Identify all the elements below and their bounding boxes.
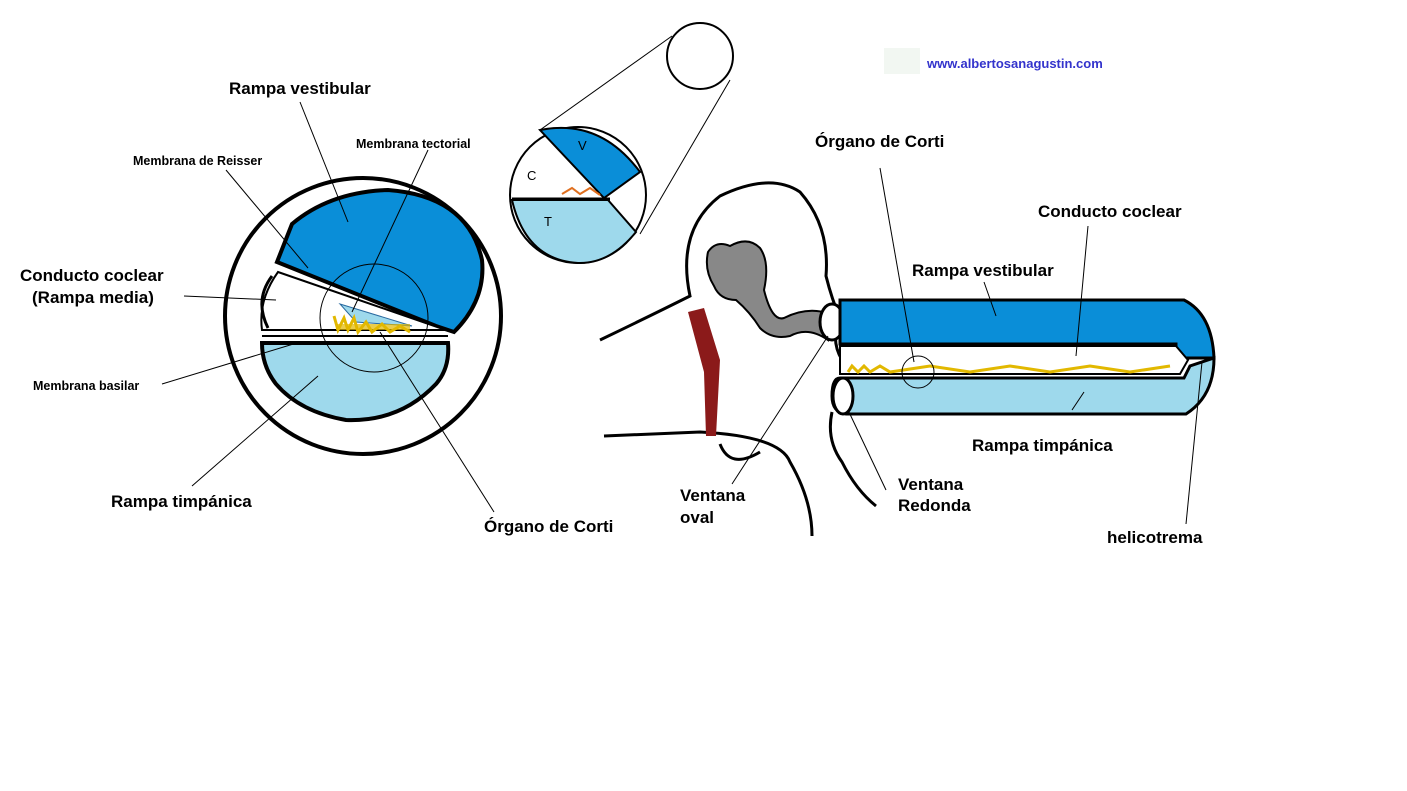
label-organo-corti-right: Órgano de Corti <box>815 132 944 151</box>
cross-section-rampa-vestibular <box>274 187 485 335</box>
cross-section-outer-circle <box>223 176 503 456</box>
label-membrana-tectorial: Membrana tectorial <box>356 137 471 151</box>
inset-magnifier: V C T <box>509 22 734 265</box>
inset-small-circle <box>666 22 734 90</box>
inset-vestibular <box>538 126 642 200</box>
tube-organo-corti <box>846 363 1171 375</box>
cross-section: Rampa vestibular Membrana de Reisser Mem… <box>20 79 613 536</box>
cross-section-rampa-timpanica <box>259 341 451 423</box>
label-ventana-redonda-1: Ventana <box>898 475 964 494</box>
cross-section-bracket <box>260 275 274 329</box>
label-rampa-vestibular-right: Rampa vestibular <box>912 261 1054 280</box>
label-ventana-oval-1: Ventana <box>680 486 746 505</box>
label-helicotrema: helicotrema <box>1107 528 1203 547</box>
inset-letter-c: C <box>527 168 536 183</box>
inset-letter-t: T <box>544 214 552 229</box>
tympanic-membrane <box>688 308 720 436</box>
organo-corti-highlight-circle <box>901 355 935 389</box>
label-rampa-media: (Rampa media) <box>32 288 154 307</box>
logo-placeholder <box>884 48 920 74</box>
cross-section-organo-corti-base <box>336 324 410 330</box>
label-ventana-redonda-2: Redonda <box>898 496 971 515</box>
ear-diagram: Órgano de Corti Conducto coclear Rampa v… <box>599 132 1216 547</box>
label-rampa-timpanica-left: Rampa timpánica <box>111 492 252 511</box>
label-ventana-oval-2: oval <box>680 508 714 527</box>
label-conducto-coclear-right: Conducto coclear <box>1038 202 1182 221</box>
label-organo-corti-left: Órgano de Corti <box>484 517 613 536</box>
ear-outline <box>599 181 842 537</box>
label-conducto-coclear-left: Conducto coclear <box>20 266 164 285</box>
label-rampa-vestibular-left: Rampa vestibular <box>229 79 371 98</box>
inset-timpanica <box>510 199 638 265</box>
label-membrana-basilar: Membrana basilar <box>33 379 139 393</box>
inset-letter-v: V <box>578 138 587 153</box>
label-membrana-reisser: Membrana de Reisser <box>133 154 262 168</box>
round-window <box>831 376 855 416</box>
website-url: www.albertosanagustin.com <box>926 56 1103 71</box>
inset-corti <box>561 186 601 196</box>
label-rampa-timpanica-right: Rampa timpánica <box>972 436 1113 455</box>
ossicles <box>705 240 832 342</box>
